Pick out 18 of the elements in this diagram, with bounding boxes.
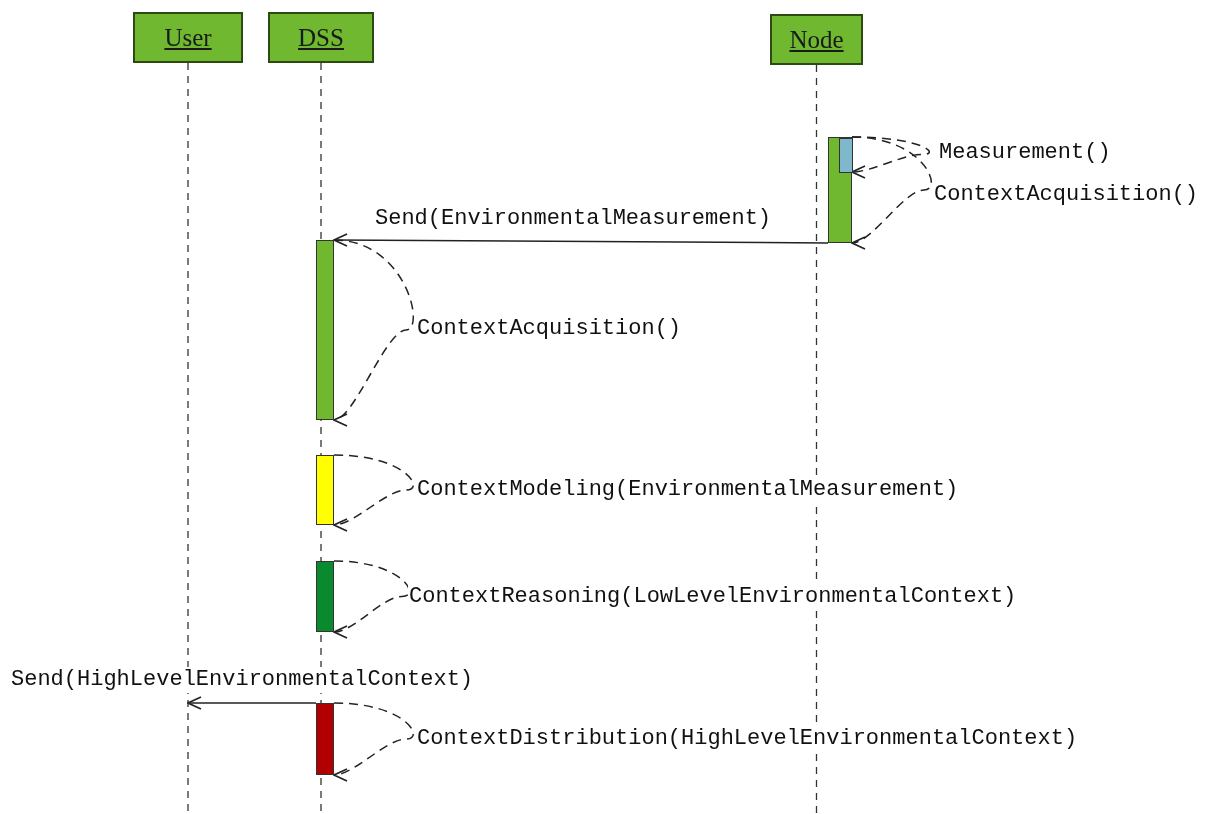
participant-name: DSS [298, 23, 344, 52]
activation-bar [828, 137, 852, 243]
lifeline-header-box [770, 14, 863, 65]
self-call-arrow [851, 136, 931, 178]
self-call-arrow [851, 136, 933, 248]
message-arrow [187, 696, 317, 710]
activation-bar [839, 138, 853, 173]
activation-bar [316, 455, 334, 525]
self-call-arrow [333, 702, 415, 780]
self-call-arrow [333, 454, 415, 531]
lifeline-header-box [268, 12, 374, 63]
lifeline-header-box [133, 12, 243, 63]
participant-name: Node [789, 25, 844, 54]
participant-name: User [164, 23, 212, 52]
activation-bar [316, 703, 334, 775]
message-arrow [333, 233, 829, 247]
activation-bar [316, 561, 334, 632]
activation-bar [316, 240, 334, 420]
